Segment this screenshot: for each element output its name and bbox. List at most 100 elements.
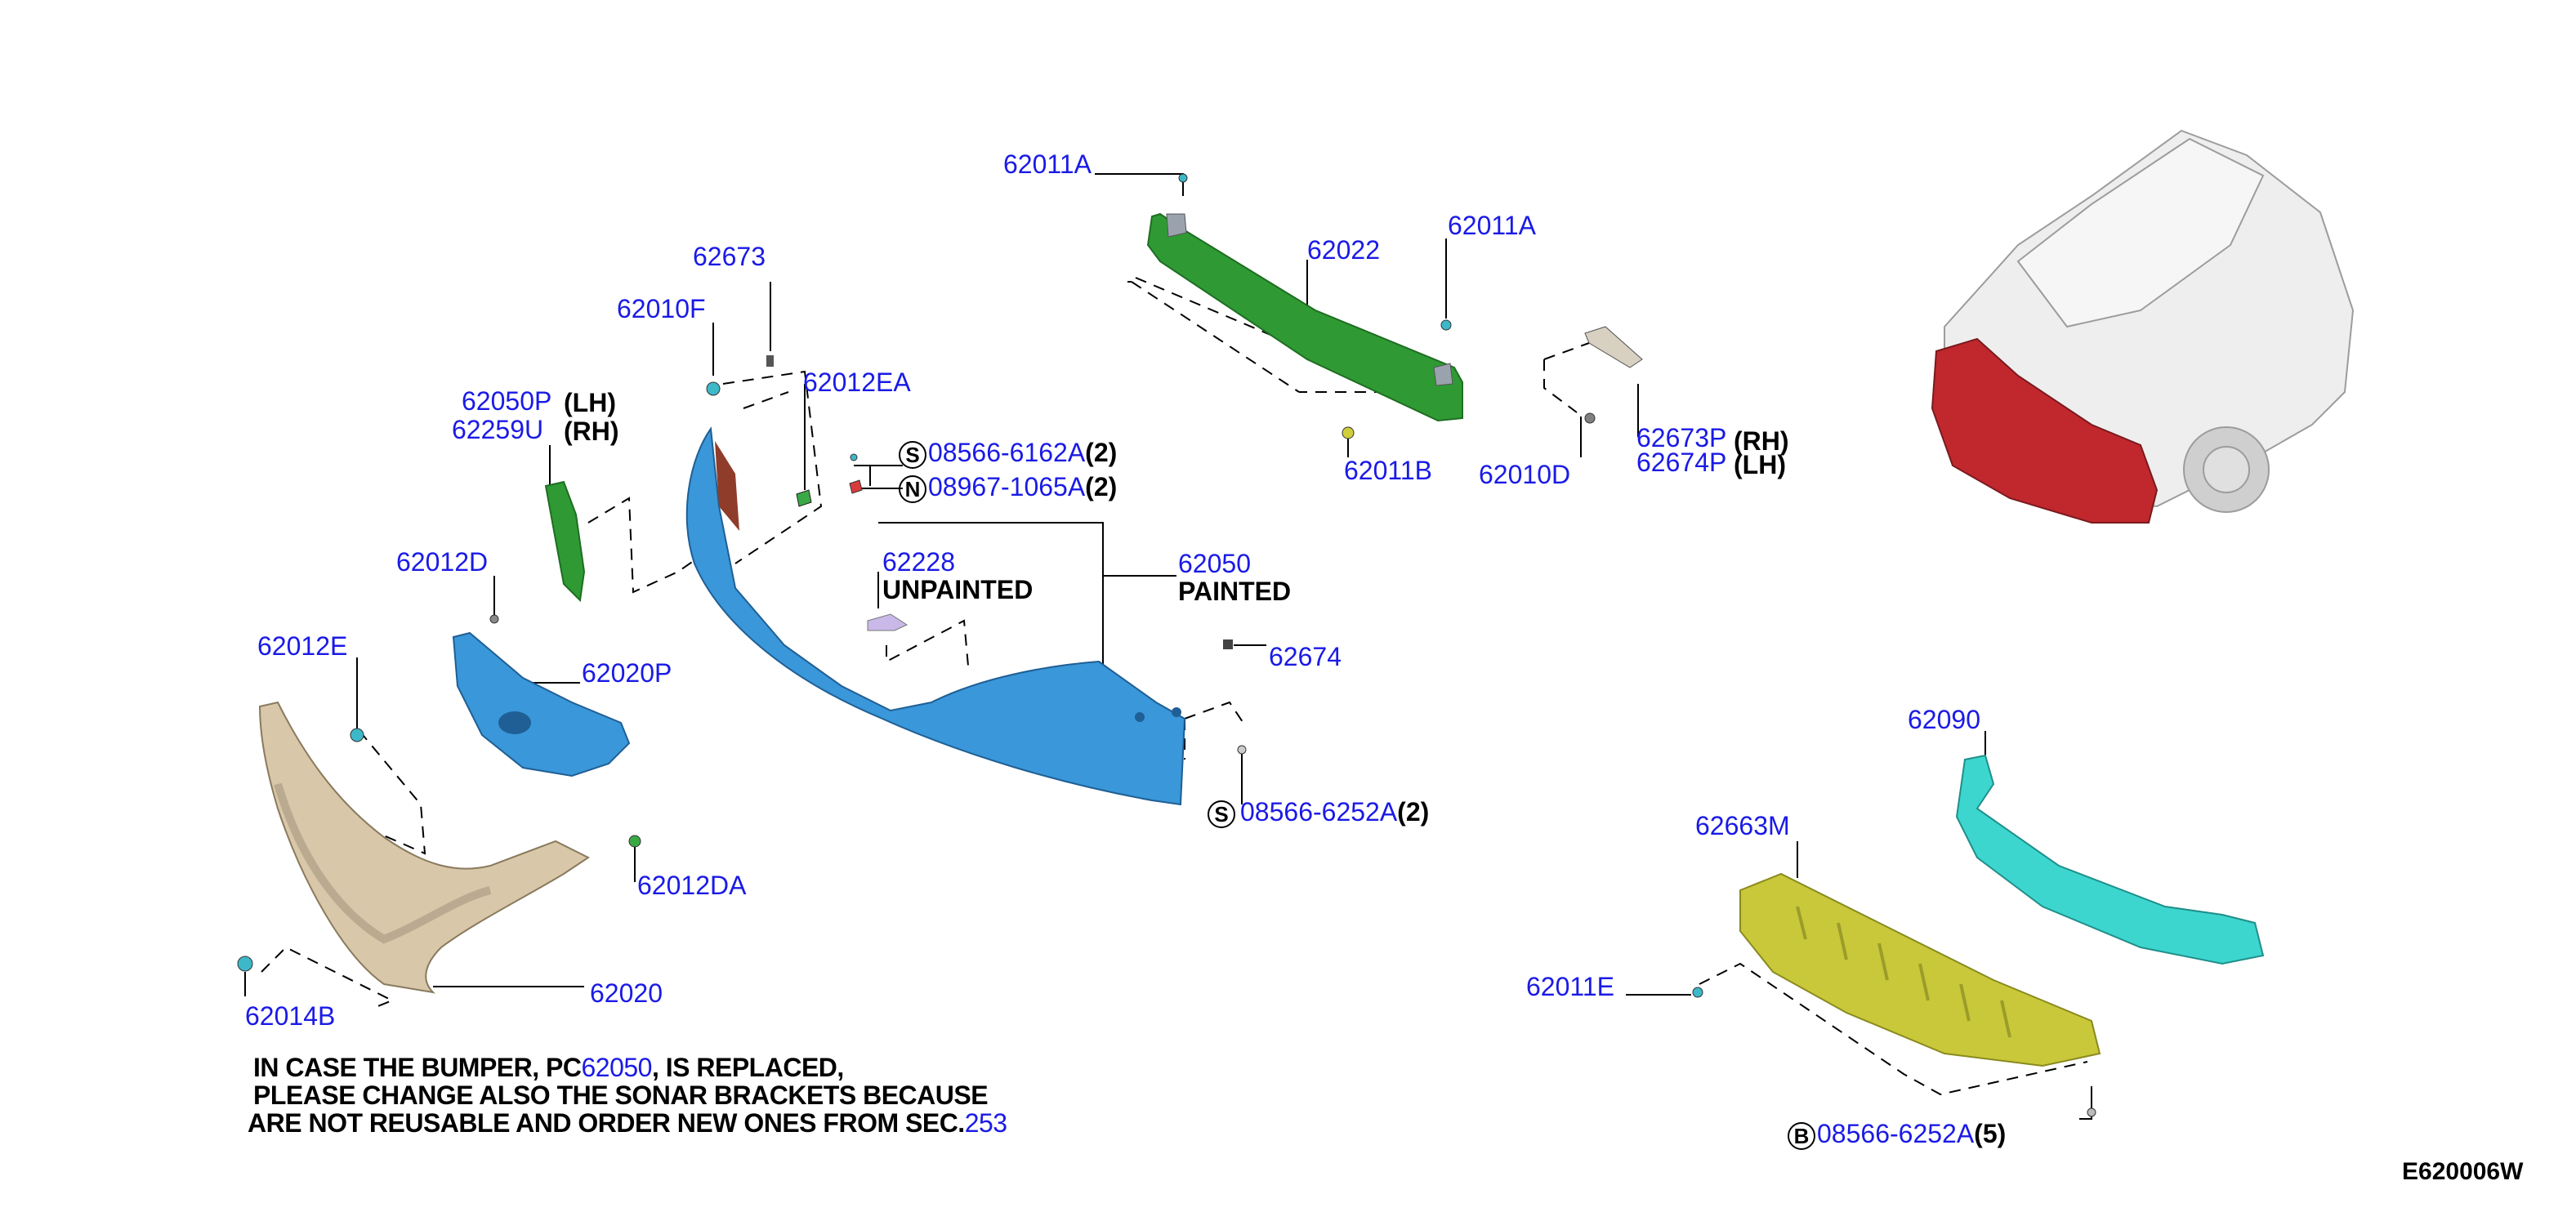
vehicle-reference: [1931, 129, 2355, 524]
undercover-62663M-rib: [1918, 963, 1930, 1001]
part-label-08566-6252A[interactable]: 08566-6252A: [1240, 797, 1398, 827]
part-label-62011B[interactable]: 62011B: [1344, 456, 1432, 485]
bumper-fascia-62050-shade: [715, 441, 739, 531]
reinforcement-62022: [1146, 212, 1463, 422]
part-label-62020[interactable]: 62020: [590, 978, 663, 1008]
bracket-62050P: [544, 480, 586, 603]
clip-62014B: [237, 956, 253, 972]
bracket-62228: [867, 613, 909, 631]
part-label-62050P[interactable]: 62050P: [462, 386, 552, 416]
part-label-62010D[interactable]: 62010D: [1479, 460, 1571, 489]
part-label-62010F[interactable]: 62010F: [617, 294, 706, 323]
part-label-62012DA[interactable]: 62012DA: [637, 871, 747, 900]
part-label-08967-1065A[interactable]: 08967-1065A: [928, 472, 1086, 501]
part-label-62011A[interactable]: 62011A: [1003, 149, 1092, 179]
undercover-62663M-rib: [1877, 942, 1889, 981]
part-label-62673P[interactable]: 62673P: [1636, 423, 1727, 452]
leader-S-6162A: [854, 465, 903, 486]
finish-label-unpainted: UNPAINTED: [882, 575, 1034, 604]
grille-62020P-emblem: [498, 711, 531, 734]
part-label-62259U[interactable]: 62259U: [452, 415, 544, 444]
part-label-08566-6252A[interactable]: 08566-6252A: [1817, 1119, 1975, 1148]
qty-label: (2): [1085, 472, 1118, 501]
part-label-62011E[interactable]: 62011E: [1526, 972, 1614, 1001]
part-label-62674P[interactable]: 62674P: [1636, 448, 1727, 477]
dash-62020: [359, 730, 426, 855]
part-label-62663M[interactable]: 62663M: [1695, 811, 1790, 840]
qty-label: (5): [1974, 1119, 2007, 1148]
part-label-62050[interactable]: 62050: [1178, 549, 1251, 578]
part-label-62020P[interactable]: 62020P: [582, 658, 672, 688]
undercover-62663M-rib: [1959, 983, 1971, 1022]
part-label-62014B[interactable]: 62014B: [245, 1001, 336, 1031]
part-label-62673[interactable]: 62673: [693, 242, 766, 271]
note-text: IN CASE THE BUMPER, PC: [253, 1053, 582, 1082]
dash-62050P: [587, 497, 720, 594]
diagram-code: E620006W: [2402, 1158, 2524, 1185]
clip-62012E: [350, 728, 364, 742]
dash-62674: [1184, 701, 1247, 760]
reinforcement-62022-bracket-left: [1166, 213, 1187, 238]
vehicle-hood: [2016, 137, 2265, 328]
part-label-62228[interactable]: 62228: [882, 547, 955, 577]
grille-62020P: [452, 631, 631, 778]
screw-62673: [766, 355, 774, 367]
note-text: , IS REPLACED,: [651, 1053, 844, 1082]
part-label-62012E[interactable]: 62012E: [257, 631, 348, 661]
side-label-rh: (RH): [564, 417, 619, 446]
undercover-62663M-rib: [2000, 1000, 2011, 1038]
part-label-62011A[interactable]: 62011A: [1448, 211, 1536, 240]
clip-62010D: [1584, 412, 1596, 424]
note-ref-253[interactable]: 253: [964, 1108, 1007, 1138]
replacement-note-line1: IN CASE THE BUMPER, PC62050, IS REPLACED…: [253, 1054, 844, 1081]
finish-label-painted: PAINTED: [1178, 577, 1292, 606]
nut-N-08967-1065A: [849, 479, 863, 494]
nut-symbol: N: [899, 475, 926, 503]
undercover-62663M-rib: [1837, 922, 1848, 960]
standard-symbol: S: [1208, 800, 1235, 828]
grille-frame-62020: [258, 701, 590, 994]
clip-62011B: [1342, 426, 1355, 439]
qty-label: (2): [1085, 438, 1118, 467]
part-label-08566-6162A[interactable]: 08566-6162A: [928, 438, 1086, 467]
sonar-hole: [1135, 712, 1145, 722]
note-ref-62050[interactable]: 62050: [581, 1053, 652, 1082]
dash-fascia-top: [722, 370, 823, 564]
dash-62014B: [261, 946, 395, 1009]
leader-62011A-top: [1095, 173, 1184, 196]
vehicle-wheel-hub: [2203, 446, 2250, 493]
bracket-62673P: [1584, 326, 1643, 368]
leader-62050: [878, 522, 1176, 678]
leader-B-6252A: [2079, 1086, 2092, 1120]
clip-62011A-right: [1440, 319, 1452, 331]
dash-62010D: [1543, 342, 1590, 413]
clip-62012D: [489, 614, 499, 624]
screw-62674: [1223, 639, 1233, 649]
grille-frame-62020-chrome: [274, 782, 492, 944]
reinforcement-62022-bracket-right: [1433, 363, 1453, 386]
part-label-62090[interactable]: 62090: [1908, 705, 1980, 734]
standard-symbol: S: [899, 440, 926, 469]
bumper-fascia-62050: [685, 426, 1186, 806]
dash-62663M: [1699, 962, 2088, 1096]
clip-62012DA: [628, 835, 641, 848]
part-label-62022[interactable]: 62022: [1307, 235, 1380, 265]
note-text: ARE NOT REUSABLE AND ORDER NEW ONES FROM…: [248, 1108, 965, 1138]
vehicle-front-bumper-highlight: [1931, 337, 2159, 524]
side-label-rh: (RH): [1734, 426, 1789, 456]
bolt-symbol: B: [1788, 1121, 1815, 1150]
screw-S-08566-6252A: [1237, 745, 1247, 755]
dash-62228: [886, 619, 969, 666]
part-label-62012EA[interactable]: 62012EA: [803, 368, 911, 397]
part-label-62674[interactable]: 62674: [1269, 642, 1342, 671]
sonar-hole: [1172, 707, 1181, 717]
part-label-62012D[interactable]: 62012D: [396, 547, 489, 577]
clip-62010F: [706, 381, 721, 396]
screw-B-08566-6252A: [2087, 1107, 2096, 1117]
qty-label: (2): [1397, 797, 1430, 827]
side-label-lh: (LH): [564, 388, 616, 417]
